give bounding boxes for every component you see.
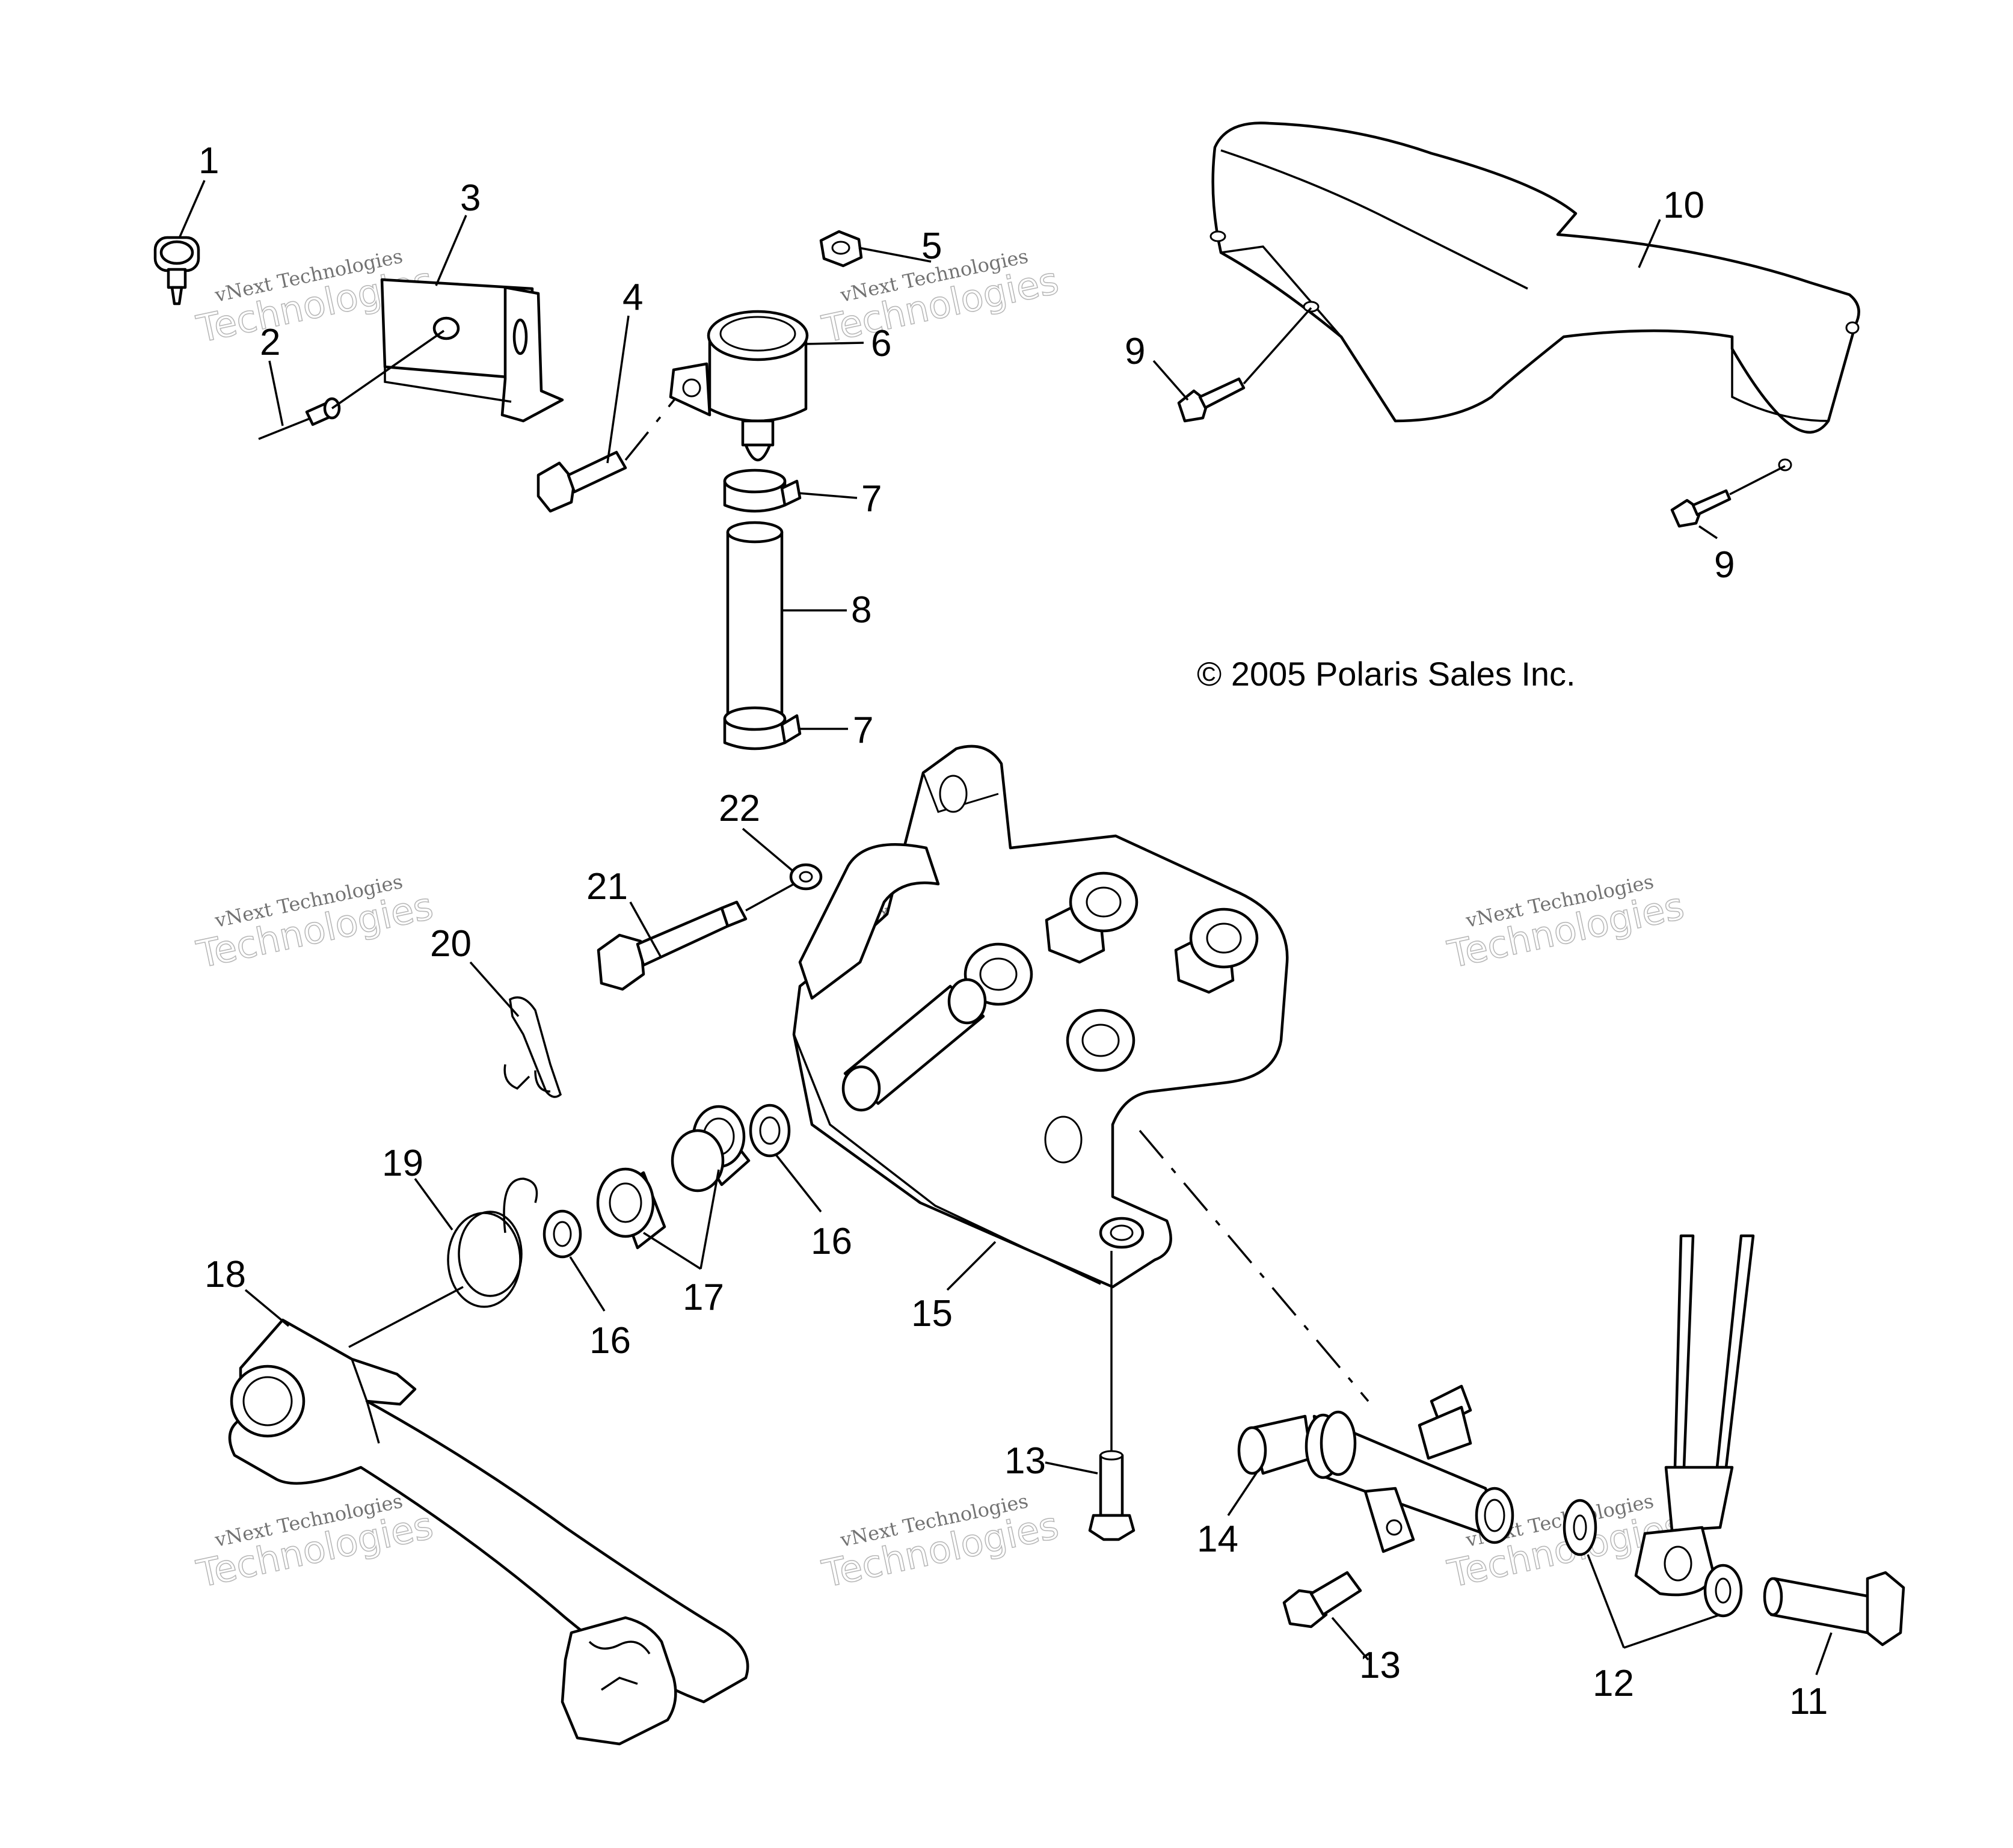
callout-10: 10 bbox=[1663, 185, 1704, 226]
part-3-bracket bbox=[380, 278, 564, 423]
callout-8: 8 bbox=[851, 589, 871, 631]
callout-18: 18 bbox=[204, 1254, 246, 1295]
part-17-bushing-left bbox=[596, 1167, 666, 1250]
callout-17: 17 bbox=[683, 1277, 724, 1318]
part-20-pin bbox=[503, 996, 562, 1098]
part-10-cover bbox=[1209, 121, 1860, 471]
part-12-hose-end bbox=[1563, 1234, 1755, 1618]
part-16-washer-left bbox=[542, 1209, 582, 1259]
callout-21: 21 bbox=[586, 866, 628, 907]
part-7-clamp-lower bbox=[723, 706, 802, 751]
callout-4: 4 bbox=[622, 277, 643, 318]
callout-6: 6 bbox=[871, 323, 891, 364]
callout-20: 20 bbox=[430, 923, 472, 965]
part-17-bushing-right bbox=[671, 1105, 751, 1193]
callout-1: 1 bbox=[198, 140, 219, 182]
part-6-reservoir bbox=[669, 310, 809, 462]
part-4-bolt bbox=[536, 396, 678, 513]
part-9-screw-left bbox=[1177, 307, 1312, 423]
callout-5: 5 bbox=[921, 226, 942, 267]
part-18-pedal bbox=[228, 1286, 749, 1746]
part-14-master-cylinder bbox=[1139, 1129, 1514, 1553]
part-21-bolt bbox=[597, 883, 794, 991]
callout-12: 12 bbox=[1593, 1663, 1634, 1704]
callout-9-left: 9 bbox=[1125, 331, 1145, 372]
callout-22: 22 bbox=[719, 788, 760, 829]
callout-numbers: 1 2 3 4 5 6 7 8 7 9 9 10 11 12 13 13 14 … bbox=[198, 140, 1828, 1722]
part-7-clamp-upper bbox=[723, 468, 802, 513]
part-22-washer bbox=[789, 863, 823, 891]
callout-14: 14 bbox=[1197, 1518, 1238, 1560]
callout-11: 11 bbox=[1789, 1681, 1828, 1722]
part-11-bolt bbox=[1763, 1571, 1905, 1647]
callout-19: 19 bbox=[382, 1143, 423, 1184]
part-19-spring bbox=[447, 1177, 538, 1308]
part-13-bolt-vertical bbox=[1088, 1251, 1136, 1541]
part-1-clip bbox=[153, 236, 200, 305]
part-5-nut bbox=[819, 230, 863, 268]
callout-15: 15 bbox=[911, 1293, 953, 1334]
callout-2: 2 bbox=[260, 322, 280, 363]
callout-16-right: 16 bbox=[811, 1221, 852, 1262]
copyright-notice: © 2005 Polaris Sales Inc. bbox=[1197, 655, 1576, 693]
callout-13-upper: 13 bbox=[1004, 1440, 1046, 1482]
part-8-hose bbox=[726, 521, 784, 723]
part-15-bracket bbox=[792, 744, 1289, 1289]
leader-lines bbox=[178, 180, 1833, 1675]
part-13-bolt-angled bbox=[1282, 1571, 1362, 1629]
callout-9-right: 9 bbox=[1714, 544, 1735, 586]
part-2-rivet bbox=[258, 330, 444, 440]
callout-7-lower: 7 bbox=[853, 710, 873, 751]
callout-3: 3 bbox=[460, 177, 481, 219]
part-9-screw-right bbox=[1670, 465, 1786, 528]
callout-7-upper: 7 bbox=[861, 478, 882, 520]
part-16-washer-right bbox=[749, 1104, 791, 1158]
callout-13-lower: 13 bbox=[1359, 1645, 1401, 1686]
callout-16-left: 16 bbox=[589, 1320, 631, 1361]
